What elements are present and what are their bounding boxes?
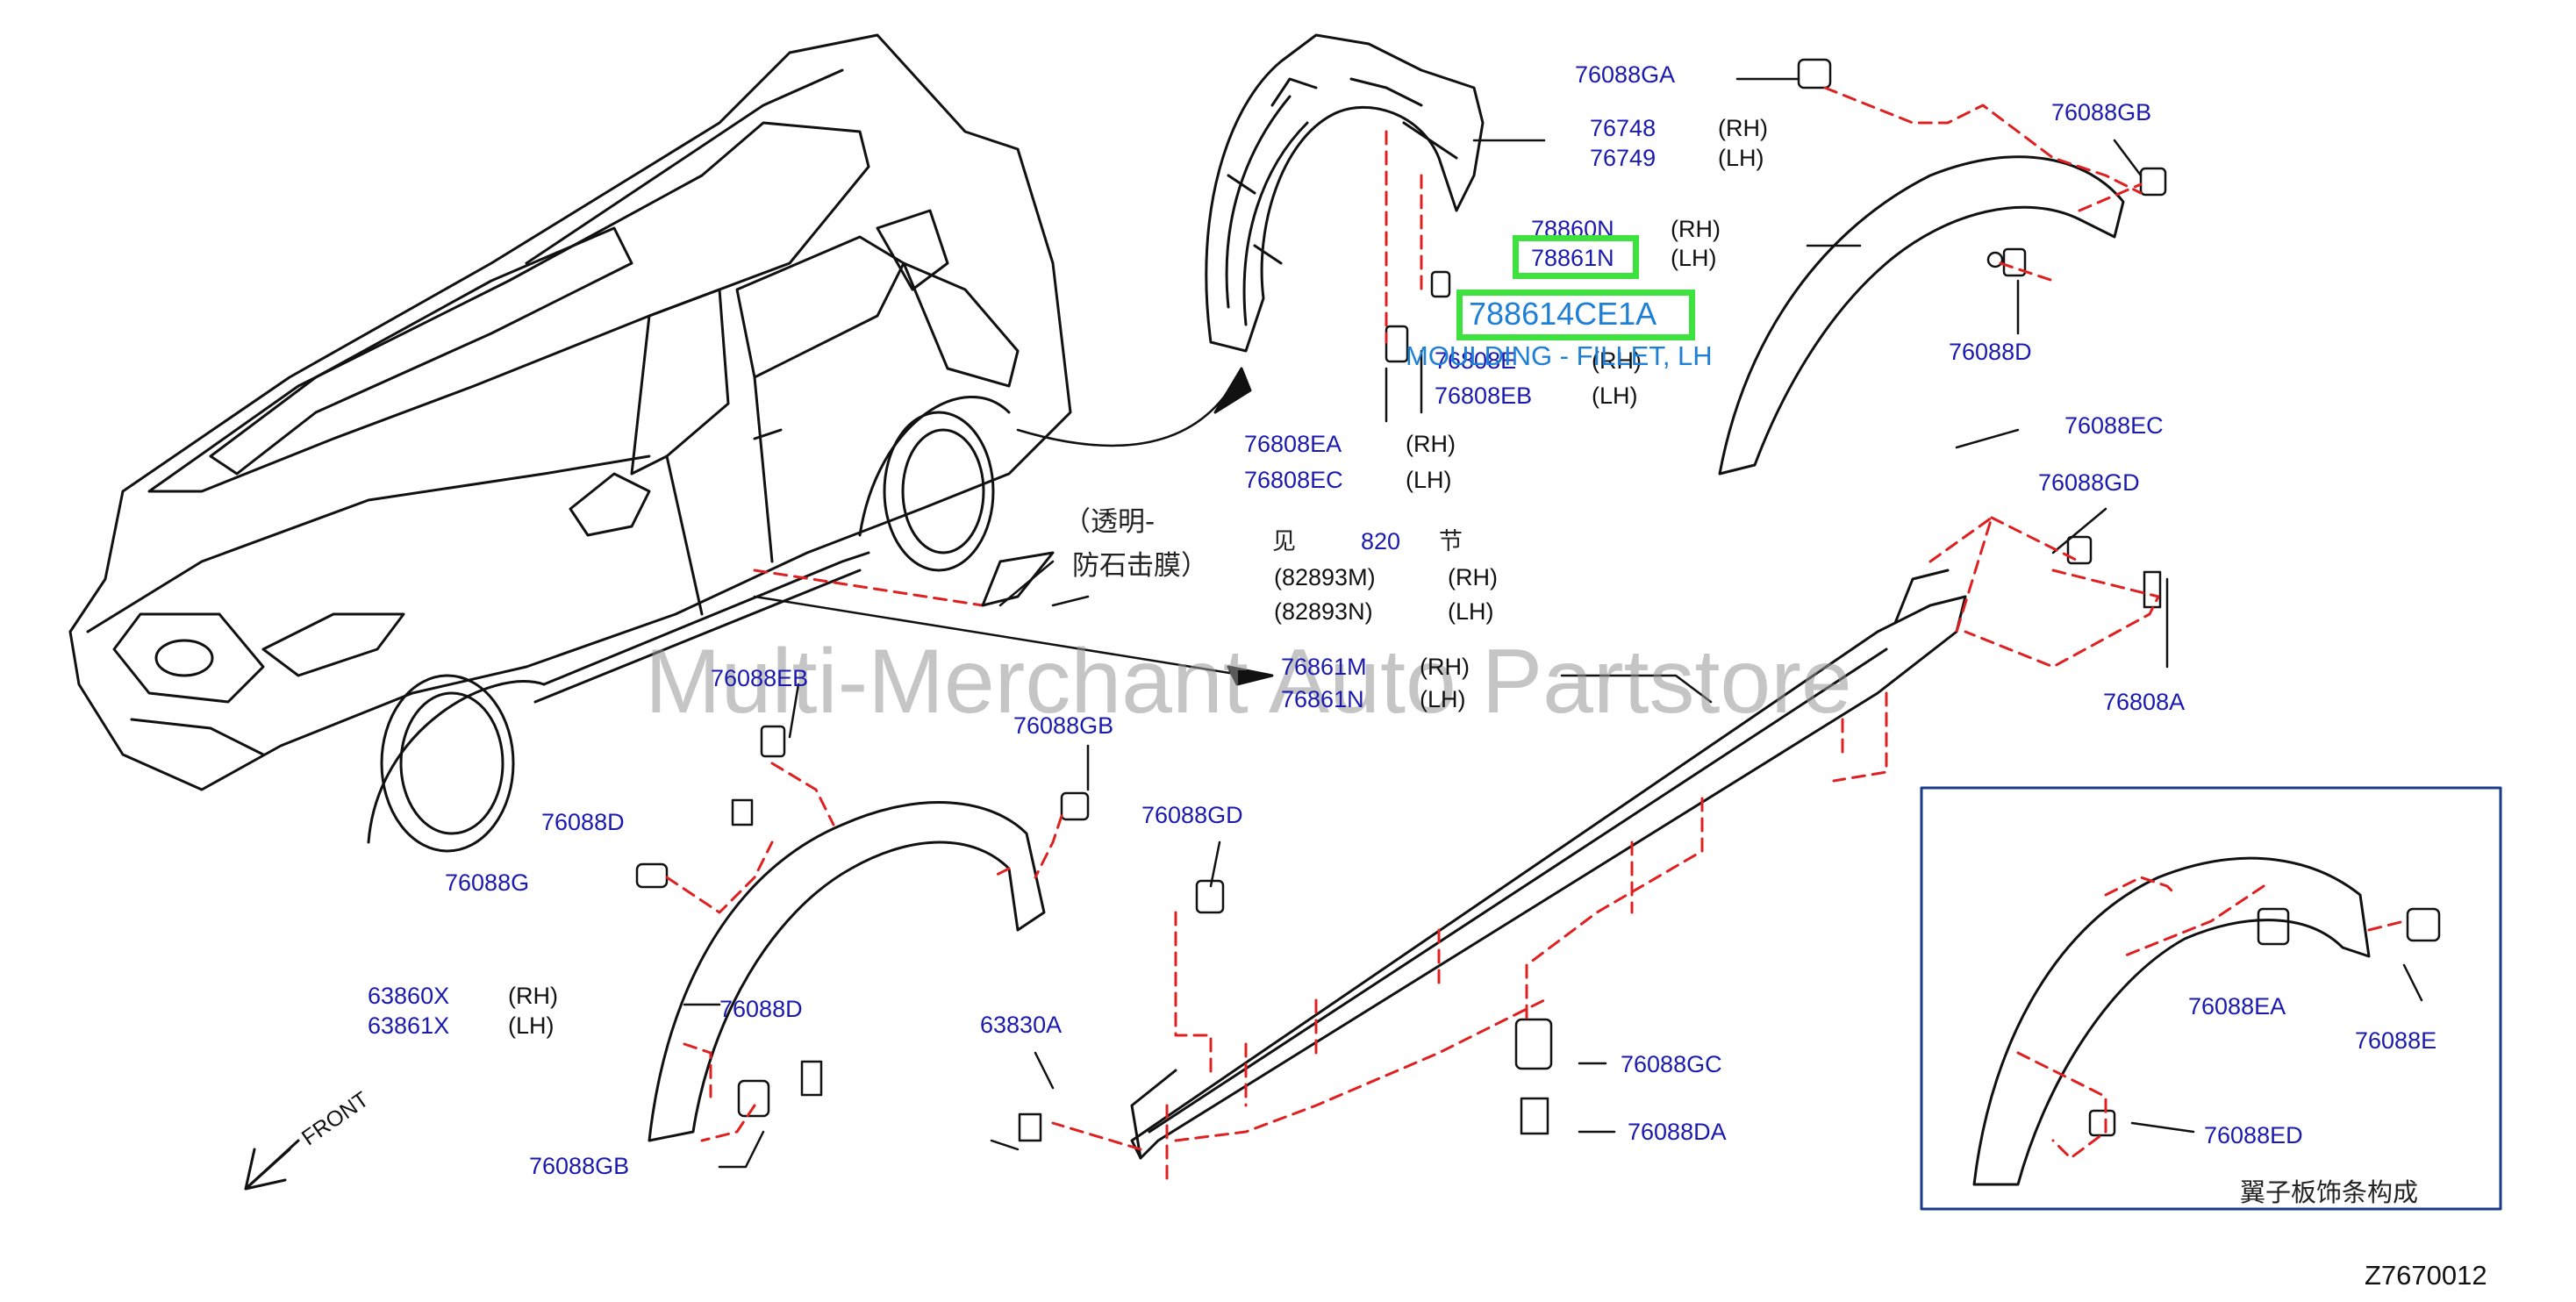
label-76808E-rh: (RH) [1592,347,1642,374]
label-76088D-left: 76088D [541,809,625,835]
front-arch-moulding [648,801,1046,1142]
see-section-prefix: 见 [1272,528,1296,555]
label-76808A: 76808A [2103,689,2186,715]
label-76808EC-lh: (LH) [1406,467,1452,493]
label-78861N: 78861N [1531,245,1614,271]
label-76808EA-rh: (RH) [1406,431,1456,457]
label-63861X: 63861X [368,1012,450,1039]
label-76088DA: 76088DA [1628,1119,1727,1145]
see-section-suffix: 节 [1439,528,1463,555]
label-76088GD-right: 76088GD [2038,469,2140,496]
label-76088GB-mid: 76088GB [1013,712,1114,739]
highlight-part-number: 788614CE1A [1469,296,1657,332]
vehicle-drawing [68,33,1072,853]
front-label: FRONT [297,1086,374,1151]
label-76748: 76748 [1590,115,1657,141]
film-note-line1: （透明- [1063,506,1156,538]
front-arrow-icon [244,1139,300,1191]
highlight-box-78861N [1513,235,1639,279]
label-82893N-lh: (LH) [1448,598,1494,625]
label-76749: 76749 [1590,145,1657,171]
label-76808EB-lh: (LH) [1592,383,1638,409]
label-76808E: 76808E [1435,347,1517,374]
label-76088GB-bottom: 76088GB [529,1153,630,1179]
label-76088D-bottom: 76088D [719,996,803,1022]
label-76808EB: 76808EB [1435,383,1533,409]
highlight-box-part-number [1456,290,1695,340]
label-82893M: (82893M) [1274,564,1376,590]
label-76808EA: 76808EA [1244,431,1342,457]
label-76088EB: 76088EB [711,665,809,691]
inset-arch [1972,856,2371,1186]
diagram-code: Z7670012 [2365,1260,2487,1291]
sill-pointer-arrowhead [1227,665,1274,686]
label-76861M: 76861M [1281,654,1367,680]
label-76749-lh: (LH) [1718,145,1764,171]
label-63861X-lh: (LH) [508,1012,555,1039]
label-63860X-rh: (RH) [508,983,558,1009]
wheel-house-liner [1205,33,1485,353]
see-section-number: 820 [1361,528,1401,554]
film-note-line2: 防石击膜） [1072,550,1208,582]
label-76861M-rh: (RH) [1420,654,1470,680]
label-82893M-rh: (RH) [1448,564,1498,590]
label-63830A: 63830A [980,1012,1063,1038]
leader-lines [683,77,2423,1169]
label-78861N-lh: (LH) [1671,245,1717,271]
label-76088G: 76088G [445,869,530,896]
label-76748-rh: (RH) [1718,115,1768,141]
rear-arch-moulding [1718,155,2125,476]
label-78860N-rh: (RH) [1671,216,1721,242]
label-76088ED: 76088ED [2204,1122,2303,1148]
label-76861N: 76861N [1281,686,1364,712]
label-63860X: 63860X [368,983,450,1009]
watermark: Multi-Merchant Auto Partstore [645,631,1852,733]
inset-frame [1920,786,2502,1211]
label-76088GB-top: 76088GB [2051,99,2152,125]
label-76088D-top: 76088D [1949,339,2032,365]
label-82893N: (82893N) [1274,598,1373,625]
liner-pointer-arrowhead [1213,367,1252,414]
protective-film-shape [981,551,1055,607]
label-76861N-lh: (LH) [1420,686,1466,712]
label-76088GC: 76088GC [1621,1051,1722,1077]
highlight-description: MOULDING - FILLET, LH [1406,340,1713,371]
dashed-leaders [665,86,2406,1186]
label-76088GA: 76088GA [1575,61,1676,88]
inset-caption: 翼子板饰条构成 [2240,1177,2419,1207]
label-76088EC: 76088EC [2064,412,2164,439]
fasteners [635,58,2441,1142]
label-76088EA: 76088EA [2188,993,2286,1019]
label-76808EC: 76808EC [1244,467,1343,493]
label-76088E: 76088E [2355,1027,2437,1054]
label-76088GD-mid: 76088GD [1141,802,1243,828]
